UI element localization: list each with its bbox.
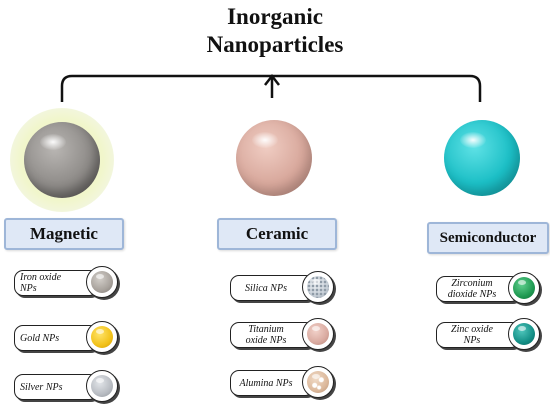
item-gold: Gold NPs bbox=[14, 321, 118, 355]
item-label-2: dioxide NPs bbox=[447, 289, 497, 300]
title-line-2: Nanoparticles bbox=[206, 32, 344, 57]
item-silica: Silica NPs bbox=[230, 271, 334, 305]
semiconductor-sphere bbox=[444, 120, 520, 196]
category-semiconductor: Semiconductor bbox=[427, 222, 549, 254]
item-label: Zinc oxide bbox=[451, 324, 493, 335]
gold-particle-icon bbox=[91, 326, 113, 348]
silver-particle-icon bbox=[91, 375, 113, 397]
item-zirconium-dioxide: Zirconium dioxide NPs bbox=[436, 272, 540, 306]
item-zinc-oxide: Zinc oxide NPs bbox=[436, 318, 540, 352]
item-iron-oxide: Iron oxide NPs bbox=[14, 266, 118, 300]
title-line-1: Inorganic bbox=[227, 4, 323, 29]
item-label: Silver NPs bbox=[20, 381, 63, 393]
alumina-particle-icon bbox=[307, 371, 329, 393]
ceramic-sphere bbox=[236, 120, 312, 196]
item-label: Alumina NPs bbox=[239, 377, 293, 389]
zirconium-dioxide-particle-icon bbox=[513, 277, 535, 299]
category-label: Magnetic bbox=[30, 224, 98, 243]
item-label: Gold NPs bbox=[20, 332, 60, 344]
category-ceramic: Ceramic bbox=[217, 218, 337, 250]
category-label: Semiconductor bbox=[439, 229, 537, 246]
zinc-oxide-particle-icon bbox=[513, 323, 535, 345]
item-label: Titanium bbox=[248, 324, 284, 335]
magnetic-sphere bbox=[24, 122, 100, 198]
silica-particle-icon bbox=[307, 276, 329, 298]
diagram-title: Inorganic Nanoparticles bbox=[175, 3, 375, 59]
item-titanium-oxide: Titanium oxide NPs bbox=[230, 318, 334, 352]
item-label: Silica NPs bbox=[245, 282, 287, 294]
item-silver: Silver NPs bbox=[14, 370, 118, 404]
iron-oxide-particle-icon bbox=[91, 271, 113, 293]
item-label-2: NPs bbox=[20, 283, 37, 294]
category-magnetic: Magnetic bbox=[4, 218, 124, 250]
item-label: Zirconium bbox=[451, 278, 493, 289]
item-label-2: NPs bbox=[463, 335, 481, 346]
titanium-oxide-particle-icon bbox=[307, 323, 329, 345]
item-label: Iron oxide bbox=[20, 272, 62, 283]
category-label: Ceramic bbox=[245, 224, 309, 243]
item-label-2: oxide NPs bbox=[245, 335, 287, 346]
item-alumina: Alumina NPs bbox=[230, 366, 334, 400]
